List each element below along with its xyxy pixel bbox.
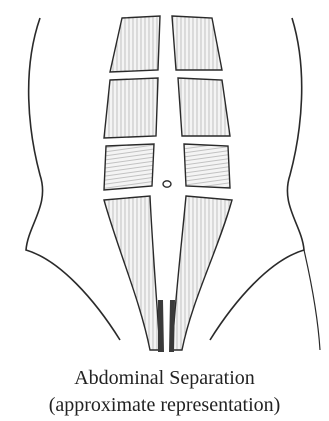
rectus-segment-left-3 <box>104 144 154 190</box>
rectus-segment-left-2 <box>104 78 158 138</box>
rectus-segment-right-3 <box>184 144 230 188</box>
linea-alba-shadow <box>158 300 175 352</box>
abdomen-illustration <box>0 0 329 360</box>
caption-subtitle: (approximate representation) <box>0 393 329 417</box>
rectus-segment-right-1 <box>172 16 222 70</box>
rectus-segment-right-2 <box>178 78 230 136</box>
rectus-segment-right-lower <box>172 196 232 350</box>
caption-title: Abdominal Separation <box>0 366 329 390</box>
rectus-segment-left-1 <box>110 16 160 72</box>
right-hip-edge <box>304 250 320 350</box>
navel <box>163 181 171 187</box>
